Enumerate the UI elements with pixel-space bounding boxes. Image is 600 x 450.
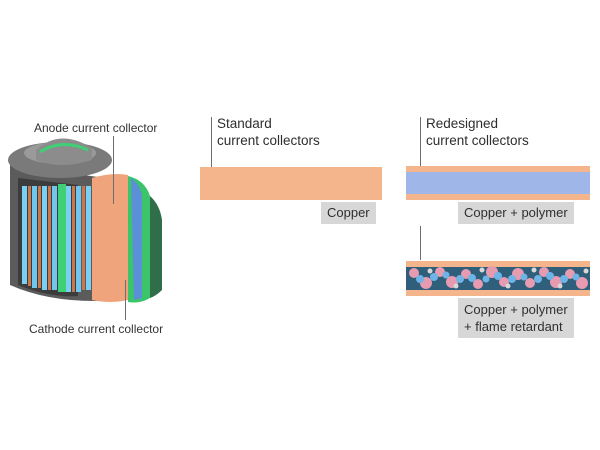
cathode-current-collector-label: Cathode current collector <box>29 322 164 336</box>
standard-heading-line2: current collectors <box>217 133 320 148</box>
redesigned-connector-line <box>420 226 421 260</box>
anode-current-collector-label: Anode current collector <box>34 121 158 135</box>
redesigned-heading-line2: current collectors <box>426 133 529 148</box>
cathode-leader-line <box>125 280 126 320</box>
electrode-stack <box>22 184 91 292</box>
redesigned-heading-line1: Redesigned <box>426 116 499 131</box>
standard-heading-rule <box>211 117 212 168</box>
flame-retardant-tag-line1: Copper + polymer <box>464 302 568 317</box>
standard-heading-line1: Standard <box>217 116 272 131</box>
copper-polymer-flame-retardant-layer <box>406 261 590 296</box>
copper-polymer-tag: Copper + polymer <box>458 202 574 224</box>
copper-polymer-layer <box>406 166 590 200</box>
copper-polymer-flame-retardant-tag: Copper + polymer + flame retardant <box>458 298 574 338</box>
redesigned-heading-rule <box>420 117 421 168</box>
polymer-core <box>406 172 590 194</box>
anode-leader-line <box>113 136 114 204</box>
standard-copper-tag: Copper <box>321 202 376 224</box>
battery-illustration <box>8 138 162 303</box>
flame-retardant-texture <box>406 266 590 290</box>
flame-retardant-tag-line2: + flame retardant <box>464 319 563 334</box>
standard-copper-layer <box>200 167 382 200</box>
battery-cutaway <box>0 0 200 340</box>
anode-sheet <box>92 174 128 302</box>
